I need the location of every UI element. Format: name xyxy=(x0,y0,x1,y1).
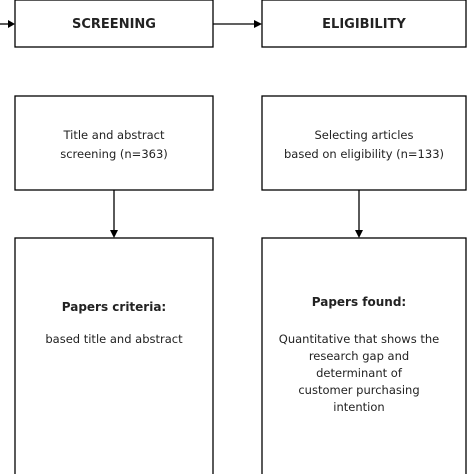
screening-step-box xyxy=(14,95,214,191)
eligibility-step-box xyxy=(261,95,467,191)
eligibility-header-box xyxy=(261,0,467,48)
eligibility-result-line-4: customer purchasing xyxy=(298,383,419,397)
screening-step-line-2: screening (n=363) xyxy=(60,147,168,161)
screening-result-box xyxy=(14,237,214,474)
header-connector-arrowhead xyxy=(254,20,262,28)
eligibility-result-box xyxy=(261,237,467,474)
eligibility-result-line-3: determinant of xyxy=(316,366,403,380)
eligibility-step-line-1: Selecting articles xyxy=(315,128,414,142)
screening-header-label: SCREENING xyxy=(72,17,156,32)
screening-step-line-1: Title and abstract xyxy=(62,128,165,142)
screening-down-arrowhead xyxy=(110,230,118,238)
screening-result-line-1: based title and abstract xyxy=(45,332,183,346)
eligibility-header-label: ELIGIBILITY xyxy=(322,17,406,32)
eligibility-result-line-1: Quantitative that shows the xyxy=(279,332,439,346)
eligibility-result-line-5: intention xyxy=(333,400,384,414)
eligibility-result-line-2: research gap and xyxy=(309,349,409,363)
eligibility-result-title: Papers found: xyxy=(312,295,406,309)
eligibility-down-arrowhead xyxy=(355,230,363,238)
screening-result-title: Papers criteria: xyxy=(62,300,166,314)
eligibility-step-line-2: based on eligibility (n=133) xyxy=(284,147,444,161)
incoming-arrowhead xyxy=(8,20,15,28)
